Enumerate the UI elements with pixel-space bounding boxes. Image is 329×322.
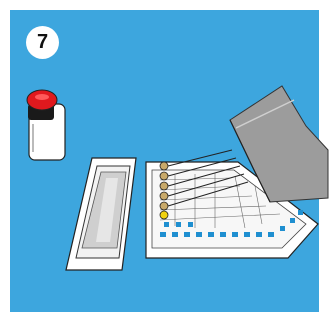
reservoir-tray	[66, 158, 136, 270]
reagent-bottle	[27, 90, 65, 160]
